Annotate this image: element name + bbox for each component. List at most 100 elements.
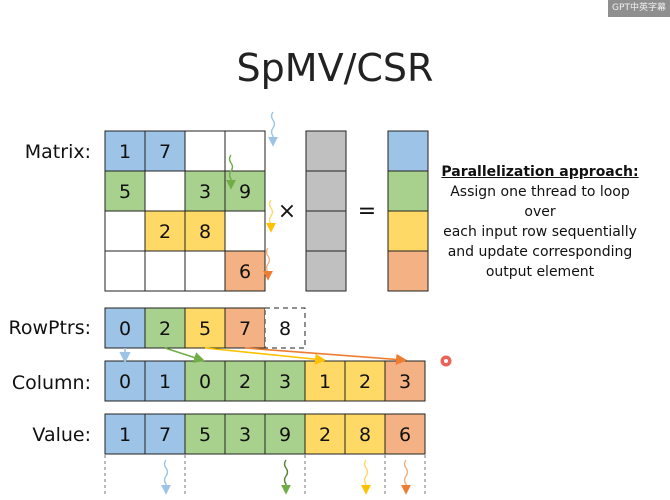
matrix-cell-0-2 [184,130,226,172]
approach-note: Parallelization approach: Assign one thr… [438,162,642,282]
column-label: Column: [12,372,91,394]
column-cell-7 [384,360,426,402]
thread-guides [104,455,426,496]
matrix-cell-0-3 [224,130,266,172]
output-vector-cell-1 [387,170,429,212]
value-cell-6 [344,413,386,455]
thread-arrow-top-yellow [266,199,276,233]
matrix-cell-0-0 [104,130,146,172]
value-array: 1 7 5 3 9 2 8 6 [104,413,426,455]
thread-arrow-bottom-orange [401,459,411,495]
rowptr-arrow-green [164,347,206,363]
times-sign: × [278,199,296,224]
value-cell-6-text: 8 [359,424,371,446]
column-cell-5-text: 1 [319,371,331,393]
input-vector-cell-1 [305,170,347,212]
matrix-cell-1-1 [144,170,186,212]
slide-title: SpMV/CSR [236,46,434,90]
output-vector-cell-0 [387,130,429,172]
rowptrs-label: RowPtrs: [8,317,91,339]
column-cell-1 [144,360,186,402]
thread-arrow-top-green [226,154,236,190]
approach-note-title: Parallelization approach: [441,164,639,180]
matrix-cell-2-0 [104,210,146,252]
rowptrs-array: 0 2 5 7 8 [104,307,306,349]
matrix-cell-3-3 [224,250,266,292]
matrix-cell-1-2-text: 3 [199,181,211,203]
matrix-cell-1-0-text: 5 [119,181,131,203]
rowptrs-cell-0-text: 0 [119,318,131,340]
matrix-cell-3-1 [144,250,186,292]
rowptr-arrow-yellow [204,347,327,365]
value-cell-3-text: 3 [239,424,251,446]
rowptrs-cell-1-text: 2 [159,318,171,340]
column-cell-6 [344,360,386,402]
rowptrs-cell-4 [264,307,306,349]
equals-sign: = [358,199,376,224]
input-vector [305,130,347,292]
rowptrs-cell-4-text: 8 [279,318,291,340]
matrix-cell-2-1-text: 2 [159,221,171,243]
matrix-cell-2-3 [224,210,266,252]
column-cell-3 [224,360,266,402]
column-cell-0 [104,360,146,402]
column-cell-0-text: 0 [119,371,131,393]
input-vector-cell-3 [305,250,347,292]
rowptrs-cell-3-text: 7 [239,318,251,340]
rowptr-arrows [119,347,408,365]
matrix-cell-0-0-text: 1 [119,141,131,163]
rowptr-arrow-orange [244,347,408,365]
input-vector-cell-0 [305,130,347,172]
value-cell-2 [184,413,226,455]
thread-arrow-bottom-yellow [361,459,371,495]
input-vector-cell-2 [305,210,347,252]
matrix-cell-3-3-text: 6 [239,261,251,283]
column-cell-3-text: 2 [239,371,251,393]
thread-arrow-bottom-blue [161,459,171,495]
column-array: 0 1 0 2 3 1 2 3 [104,360,426,402]
value-cell-7-text: 6 [399,424,411,446]
thread-arrow-top-blue [268,111,278,147]
value-cell-5 [304,413,346,455]
column-cell-7-text: 3 [399,371,411,393]
thread-arrow-top-orange [263,247,273,281]
matrix-cell-2-2-text: 8 [199,221,211,243]
rowptrs-cell-0 [104,307,146,349]
rowptrs-cell-2-text: 5 [199,318,211,340]
column-cell-6-text: 2 [359,371,371,393]
matrix-cell-3-2 [184,250,226,292]
value-cell-0-text: 1 [119,424,131,446]
value-label: Value: [32,424,91,446]
value-cell-4-text: 9 [279,424,291,446]
output-vector-cell-3 [387,250,429,292]
value-cell-1 [144,413,186,455]
approach-note-line-3: and update corresponding [447,244,633,260]
sparse-matrix: 1 7 5 3 9 2 8 6 [104,130,266,292]
matrix-cell-2-1 [144,210,186,252]
approach-note-line-4: output element [485,264,595,280]
matrix-cell-0-1-text: 7 [159,141,171,163]
matrix-label: Matrix: [25,141,91,163]
value-cell-5-text: 2 [319,424,331,446]
thread-arrows [161,111,411,495]
output-vector-cell-2 [387,210,429,252]
matrix-cell-1-3-text: 9 [239,181,251,203]
output-vector [387,130,429,292]
approach-note-line-1: Assign one thread to loop over [450,184,630,220]
value-cell-4 [264,413,306,455]
value-cell-2-text: 5 [199,424,211,446]
value-cell-1-text: 7 [159,424,171,446]
matrix-cell-1-0 [104,170,146,212]
column-cell-4-text: 3 [279,371,291,393]
thread-arrow-bottom-green [281,459,291,495]
matrix-cell-3-0 [104,250,146,292]
value-cell-7 [384,413,426,455]
value-cell-3 [224,413,266,455]
cursor-indicator [440,355,452,367]
column-cell-2-text: 0 [199,371,211,393]
approach-note-line-2: each input row sequentially [443,224,637,240]
column-cell-1-text: 1 [159,371,171,393]
column-cell-4 [264,360,306,402]
